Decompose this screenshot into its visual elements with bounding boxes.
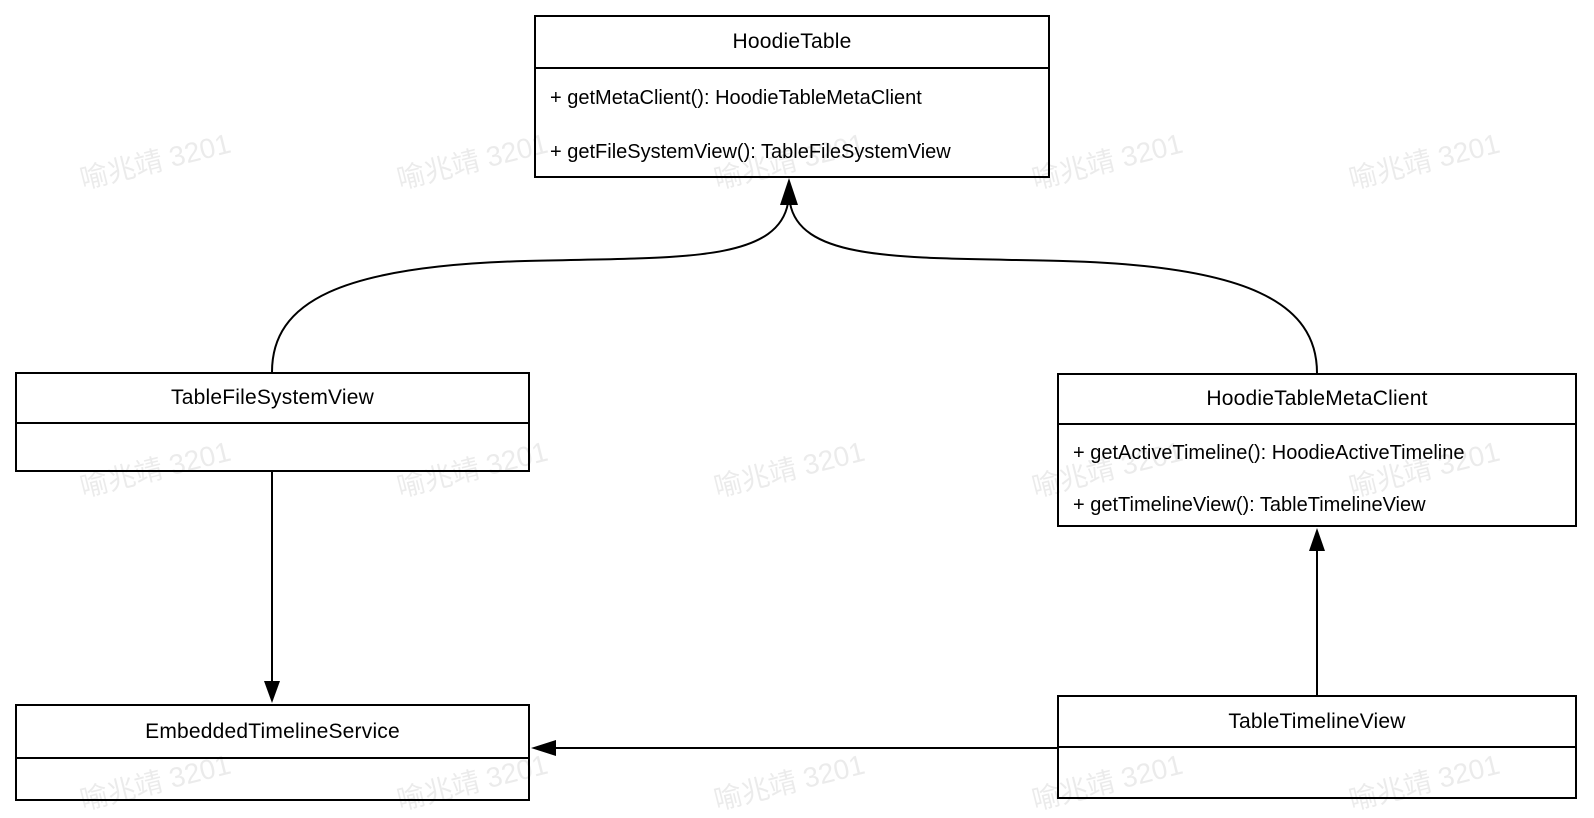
class-box-table-file-system-view: TableFileSystemView [15,372,530,472]
class-box-embedded-timeline-service: EmbeddedTimelineService [15,704,530,801]
class-methods-section: + getActiveTimeline(): HoodieActiveTimel… [1059,425,1575,525]
class-box-hoodie-table: HoodieTable + getMetaClient(): HoodieTab… [534,15,1050,178]
relation-hoodietablemetaclient-to-hoodietable [789,202,1318,374]
class-name: TableTimelineView [1059,697,1575,748]
class-method: + getMetaClient(): HoodieTableMetaClient [550,87,922,109]
arrowhead-into-embeddedtimelineservice-top [264,681,280,703]
class-name: TableFileSystemView [17,374,528,424]
relation-tablefilesystemview-to-hoodietable [271,202,789,373]
class-method: + getActiveTimeline(): HoodieActiveTimel… [1073,442,1465,464]
class-methods-section [17,424,528,470]
class-box-table-timeline-view: TableTimelineView [1057,695,1577,799]
class-name: HoodieTable [536,17,1048,69]
class-method: + getFileSystemView(): TableFileSystemVi… [550,141,951,163]
arrowhead-into-hoodietablemetaclient-bottom [1309,528,1325,551]
class-method: + getTimelineView(): TableTimelineView [1073,494,1426,516]
arrowhead-into-embeddedtimelineservice-right [531,740,556,756]
class-name: HoodieTableMetaClient [1059,375,1575,425]
class-box-hoodie-table-meta-client: HoodieTableMetaClient + getActiveTimelin… [1057,373,1577,527]
class-name: EmbeddedTimelineService [17,706,528,759]
class-methods-section: + getMetaClient(): HoodieTableMetaClient… [536,69,1048,176]
class-methods-section [1059,748,1575,797]
class-methods-section [17,759,528,799]
arrowhead-into-hoodietable [780,178,798,205]
